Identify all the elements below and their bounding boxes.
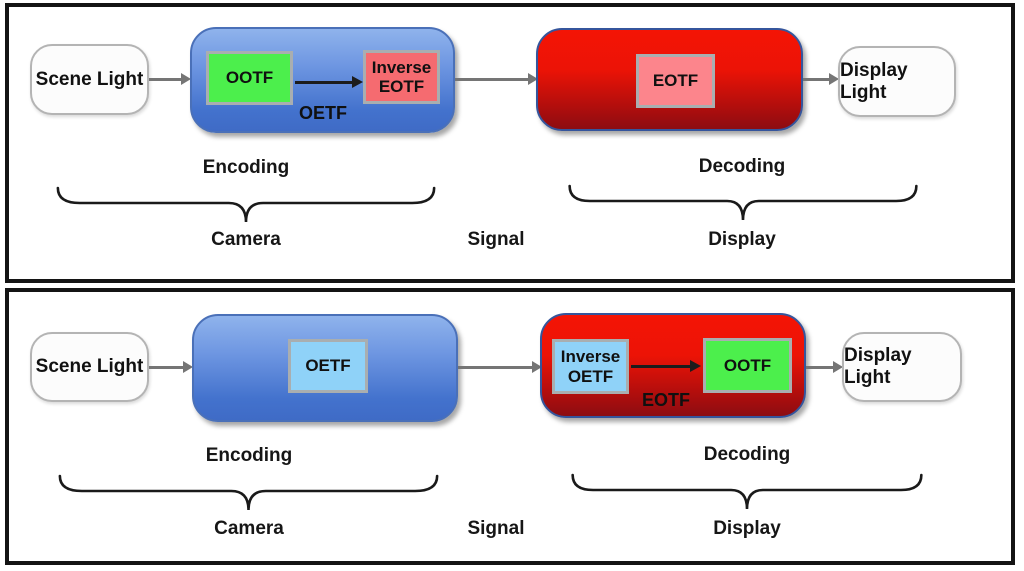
display-light-label: Display Light [844,345,912,388]
display-brace-icon [570,471,924,513]
display-light-node: Display Light [838,46,956,117]
inverse-oetf-box: Inverse OETF [552,339,629,394]
arrowhead-icon [183,361,193,373]
decoding-label: Decoding [698,156,786,177]
eotf-box: EOTF [636,54,715,108]
signal-label: Signal [467,518,525,539]
oetf-box: OETF [288,339,368,393]
camera-brace-icon [55,184,437,226]
arrow-shaft [455,78,530,81]
top-panel: Scene Light OOTF OETF Inverse EOTF EOTF … [5,3,1015,283]
arrowhead-icon [352,76,363,88]
arrow-scene-to-encoder [149,72,191,86]
arrowhead-icon [528,73,538,85]
arrowhead-icon [532,361,542,373]
scene-light-node: Scene Light [30,332,149,402]
arrow-shaft [803,78,831,81]
display-label: Display [713,518,781,539]
arrowhead-icon [690,360,701,372]
encoding-label: Encoding [202,157,290,178]
camera-label: Camera [214,518,284,539]
arrow-inverse-oetf-to-ootf [631,359,701,373]
display-light-label: Display Light [840,59,908,103]
display-brace-icon [567,182,919,224]
arrow-encoder-to-decoder [455,72,538,86]
ootf-box: OOTF [703,338,792,393]
scene-light-label: Scene Light [35,68,144,90]
arrow-decoder-to-display [806,360,843,374]
ootf-box: OOTF [206,51,293,105]
inverse-eotf-box: Inverse EOTF [363,50,440,104]
bottom-panel: Scene Light OETF Inverse OETF EOTF OOTF … [5,288,1015,565]
decoding-label: Decoding [703,444,791,465]
arrow-shaft [149,366,185,369]
arrowhead-icon [181,73,191,85]
arrow-shaft [149,78,183,81]
inverse-eotf-label: Inverse EOTF [371,57,432,96]
camera-label: Camera [211,229,281,250]
arrowhead-icon [833,361,843,373]
camera-brace-icon [57,472,440,514]
oetf-label: OETF [305,356,351,376]
oetf-flow-label: OETF [299,103,347,123]
eotf-flow-label: EOTF [642,390,690,410]
scene-light-node: Scene Light [30,44,149,115]
arrow-scene-to-encoder [149,360,193,374]
ootf-label: OOTF [225,68,274,88]
ootf-label: OOTF [723,355,772,375]
encoding-label: Encoding [205,445,293,466]
display-light-node: Display Light [842,332,962,402]
arrow-encoder-to-decoder [458,360,542,374]
arrow-shaft [458,366,534,369]
arrow-shaft [295,81,355,84]
inverse-oetf-label: Inverse OETF [560,347,621,386]
arrowhead-icon [829,73,839,85]
display-label: Display [708,229,776,250]
arrow-decoder-to-display [803,72,839,86]
arrow-shaft [806,366,835,369]
arrow-shaft [631,365,693,368]
scene-light-label: Scene Light [35,356,144,377]
signal-label: Signal [467,229,525,250]
arrow-ootf-to-inverse-eotf [295,75,363,89]
eotf-label: EOTF [652,71,699,91]
